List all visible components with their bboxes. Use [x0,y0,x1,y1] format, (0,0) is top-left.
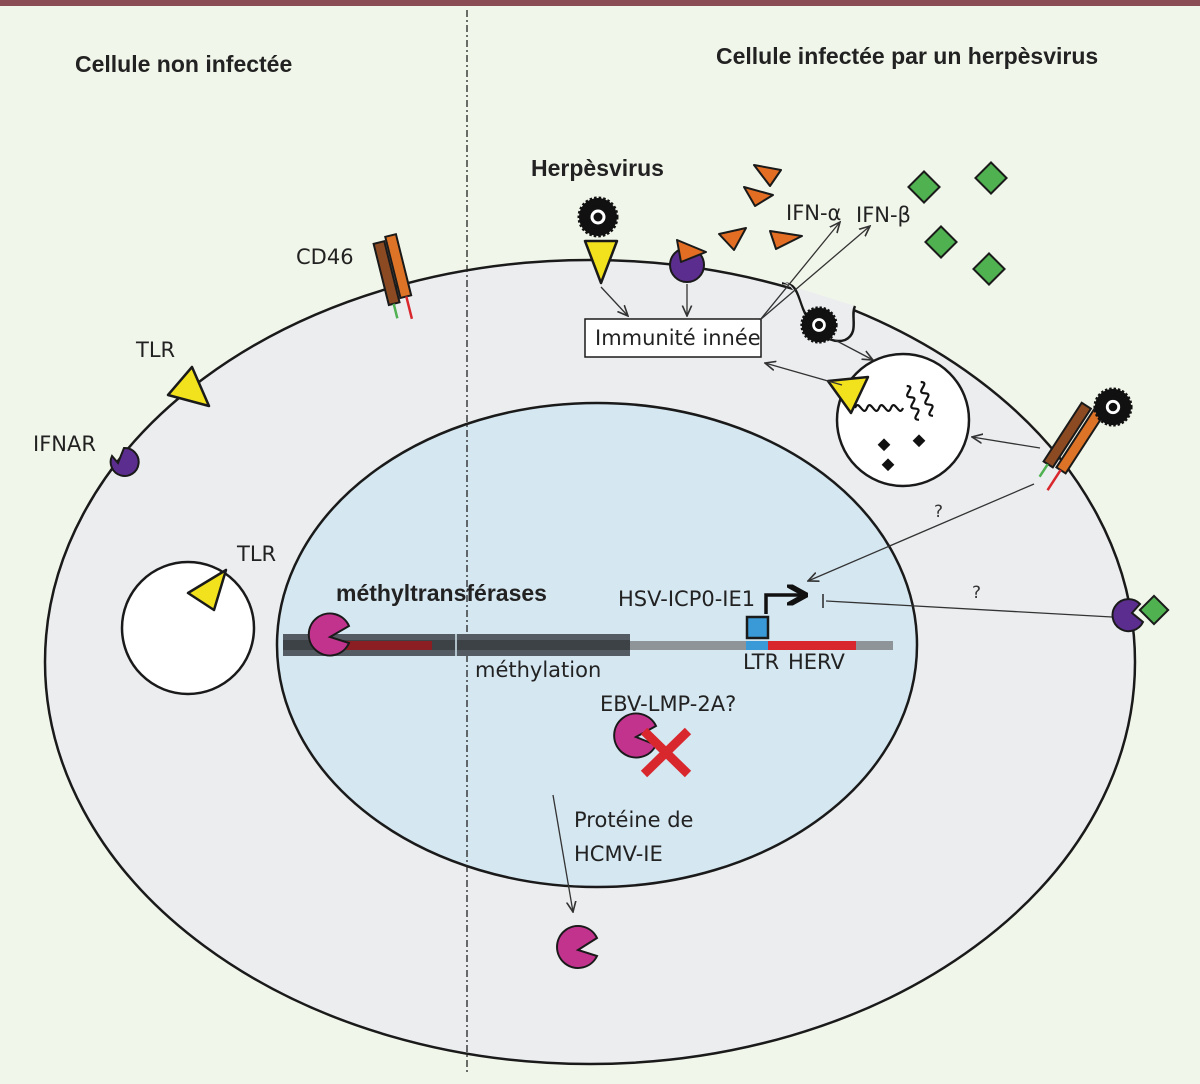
methyltransferases-label: méthyltransférases [336,580,547,606]
endosome [120,560,256,696]
promoter-arrow-icon [764,595,804,614]
tlr-surface-icon [583,239,619,285]
tlr-receptor-icon [166,365,211,408]
ifn-beta-label: IFN-β [856,203,911,227]
herv-element [768,641,856,650]
methyltransferase-icon [556,925,599,969]
ifn-alpha-triangle-icon [753,164,782,187]
ifn-alpha-triangle-icon [718,227,747,251]
ifn-alpha-triangles [718,164,803,251]
viral-endosome [835,352,971,488]
cd46-receptor-icon [372,232,414,320]
ltr-element [746,641,768,650]
viral-dna-icon [906,384,920,421]
inhibition-cross-icon [640,727,692,778]
ifn-beta-squares [907,161,1008,286]
tlr-endosome-icon [826,375,870,415]
viral-dna-icon [853,404,905,412]
ebv-label: EBV-LMP-2A? [600,692,736,716]
tlr-endosome-label: TLR [236,542,276,566]
hsv-icp0-label: HSV-ICP0-IE1 [618,587,755,611]
ifnar-label: IFNAR [33,432,96,456]
ifn-alpha-bound-icon [676,239,707,263]
question-mark-1: ? [934,502,943,522]
methyltransferase-icon [613,712,658,759]
ltr-label: LTR [743,650,779,674]
cd46-label: CD46 [296,245,354,269]
ifn-alpha-triangle-icon [743,186,774,207]
ifn-beta-square-icon [974,161,1008,195]
ifn-alpha-triangle-icon [769,230,803,250]
top-border [0,0,1200,6]
silenced-herv [342,641,432,650]
cd46-bound-receptor-icon [1038,401,1106,491]
herv-label: HERV [788,650,846,674]
question-mark-2: ? [972,583,981,603]
methyltransferase-icon [307,612,351,657]
herpesvirus-label: Herpèsvirus [531,155,664,181]
tlr-membrane-label: TLR [135,338,175,362]
ltr-box-icon [745,615,770,640]
hcmv-label-line2: HCMV-IE [574,842,663,866]
innate-immunity-label: Immunité innée [595,326,761,350]
tlr-endosome-icon [186,568,228,612]
herpesvirus-particle-icon [577,196,619,238]
innate-immunity-box [584,318,762,358]
ifn-beta-bound-icon [1138,594,1170,626]
ifnar-bound-right-icon [1111,598,1145,633]
ifnar-receptor-icon [109,446,140,477]
herpesvirus-particle-icon [1093,387,1133,427]
methylation-label: méthylation [475,658,601,682]
hcmv-label-line1: Protéine de [574,808,693,832]
header-infected-cell: Cellule infectée par un herpèsvirus [716,43,1098,69]
ifn-beta-square-icon [972,252,1006,286]
herpesvirus-particle-icon [800,306,838,344]
ifn-beta-square-icon [907,170,941,204]
ifn-alpha-label: IFN-α [786,201,841,225]
ifn-beta-square-icon [924,225,958,259]
header-uninfected-cell: Cellule non infectée [75,51,292,77]
